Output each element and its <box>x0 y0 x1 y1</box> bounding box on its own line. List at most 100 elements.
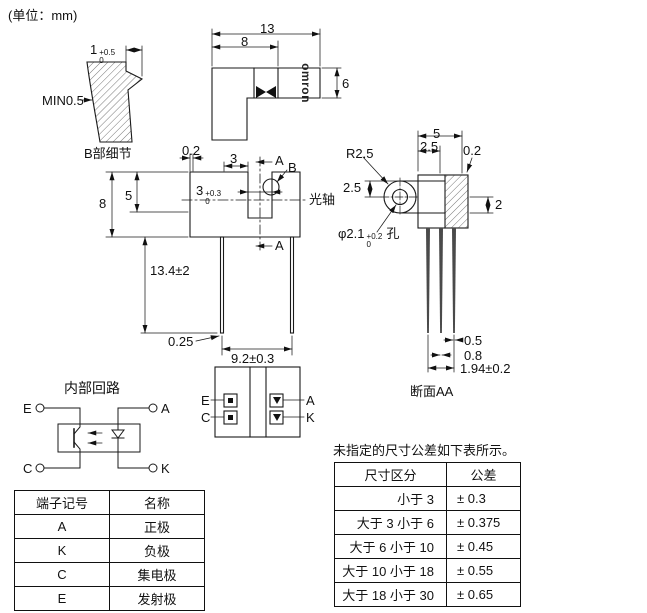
section-dim-25-top: 2.5 <box>420 139 439 154</box>
hole-suffix: 孔 <box>386 226 400 241</box>
terminal-table: 端子记号 名称 A 正极 K 负极 C 集电极 E 发射极 <box>14 490 205 611</box>
table-row: 小于 3 ± 0.3 <box>334 486 521 511</box>
tol-minus: 0 <box>366 240 371 249</box>
cell-range: 小于 3 <box>334 486 447 511</box>
detail-b-dimension-lines <box>79 45 143 103</box>
tolerance-table: 尺寸区分 公差 小于 3 ± 0.3 大于 3 小于 6 ± 0.375 大于 … <box>334 462 521 607</box>
lead-3 <box>452 228 456 333</box>
radius-dim: R2.5 <box>346 146 374 161</box>
bottom-label-a: A <box>306 393 315 408</box>
tol-minus: 0 <box>99 56 104 65</box>
dim-value: 1 <box>90 42 98 57</box>
cell-name: 发射极 <box>109 586 205 611</box>
internal-circuit-drawing <box>35 403 158 473</box>
cell-name: 正极 <box>109 514 205 539</box>
section-dim-25-left: 2.5 <box>343 180 362 195</box>
hook-hole-b <box>262 178 280 196</box>
header-cell: 名称 <box>109 490 205 515</box>
dim-value: φ2.1 <box>338 226 365 241</box>
circuit-label-a: A <box>161 401 170 416</box>
cell-range: 大于 18 小于 30 <box>334 582 447 607</box>
lead-left <box>219 236 225 334</box>
table-header-row: 尺寸区分 公差 <box>334 462 521 487</box>
cell-range: 大于 10 小于 18 <box>334 558 447 583</box>
section-label-a-bottom: A <box>275 238 284 253</box>
cell-symbol: C <box>14 562 110 587</box>
cell-tolerance: ± 0.55 <box>446 558 521 583</box>
table-row: 大于 3 小于 6 ± 0.375 <box>334 510 521 535</box>
table-header-row: 端子记号 名称 <box>14 490 205 515</box>
omron-logo: omron <box>299 63 313 103</box>
side-view-dimension-lines <box>105 153 293 356</box>
circuit-title: 内部回路 <box>64 380 120 396</box>
optical-axis-label: 光轴 <box>309 192 336 207</box>
bottom-label-e: E <box>201 393 210 408</box>
cell-name: 负极 <box>109 538 205 563</box>
table-row: A 正极 <box>14 514 205 539</box>
terminal-c-pad <box>223 410 238 425</box>
table-row: C 集电极 <box>14 562 205 587</box>
lead-pitch-dim: 1.94±0.2 <box>460 361 511 376</box>
header-cell: 端子记号 <box>14 490 110 515</box>
bottom-label-c: C <box>201 410 211 425</box>
lead-1 <box>426 228 430 333</box>
cell-symbol: E <box>14 586 110 611</box>
front-dim-8: 8 <box>241 34 249 49</box>
front-view-drawing: omron <box>211 28 342 141</box>
side-dim-3: 3 <box>230 151 238 166</box>
header-cell: 尺寸区分 <box>334 462 447 487</box>
table-row: 大于 18 小于 30 ± 0.65 <box>334 582 521 607</box>
terminal-a-pad <box>269 393 284 408</box>
front-dim-13: 13 <box>260 21 275 36</box>
front-dim-6: 6 <box>342 76 350 91</box>
cell-range: 大于 3 小于 6 <box>334 510 447 535</box>
section-dim-2: 2 <box>495 197 503 212</box>
terminal-e-node <box>35 403 45 413</box>
table-row: K 负极 <box>14 538 205 563</box>
lead-thickness-dim: 0.25 <box>168 334 194 349</box>
dim-value: 3 <box>196 183 204 198</box>
section-view-dimension-lines <box>362 130 494 373</box>
terminal-a-node <box>148 403 158 413</box>
terminal-k-node <box>148 463 158 473</box>
section-dim-5: 5 <box>433 126 441 141</box>
lead-length-dim: 13.4±2 <box>150 263 190 278</box>
circuit-body <box>57 423 141 453</box>
side-dim-step: 0.2 <box>182 143 201 158</box>
circuit-label-e: E <box>23 401 32 416</box>
front-view-dimension-lines <box>211 28 342 99</box>
cell-symbol: A <box>14 514 110 539</box>
terminal-e-pad <box>223 393 238 408</box>
lead-w1-dim: 0.5 <box>464 333 483 348</box>
circuit-label-k: K <box>161 461 170 476</box>
optical-marker-icon <box>256 86 266 98</box>
lead-w2-dim: 0.8 <box>464 348 483 363</box>
cell-tolerance: ± 0.45 <box>446 534 521 559</box>
unit-note: (单位：mm) <box>8 8 78 23</box>
tolerance-note: 未指定的尺寸公差如下表所示。 <box>333 443 516 458</box>
min-wall-label: MIN0.5 <box>42 93 84 108</box>
lead-2 <box>439 228 443 333</box>
detail-b-caption: B部细节 <box>84 146 132 161</box>
lead-right <box>289 236 295 334</box>
side-dim-5: 5 <box>125 188 133 203</box>
hole-label-b: B <box>288 160 297 175</box>
terminal-k-pad <box>269 410 284 425</box>
tol-plus: +0.5 <box>99 48 116 57</box>
tol-plus: +0.2 <box>366 232 383 241</box>
section-label-a-top: A <box>275 153 284 168</box>
cell-range: 大于 6 小于 10 <box>334 534 447 559</box>
cell-tolerance: ± 0.65 <box>446 582 521 607</box>
table-row: 大于 10 小于 18 ± 0.55 <box>334 558 521 583</box>
side-dim-8: 8 <box>99 196 107 211</box>
header-cell: 公差 <box>446 462 521 487</box>
bottom-label-k: K <box>306 410 315 425</box>
cell-tolerance: ± 0.3 <box>446 486 521 511</box>
circuit-label-c: C <box>23 461 33 476</box>
